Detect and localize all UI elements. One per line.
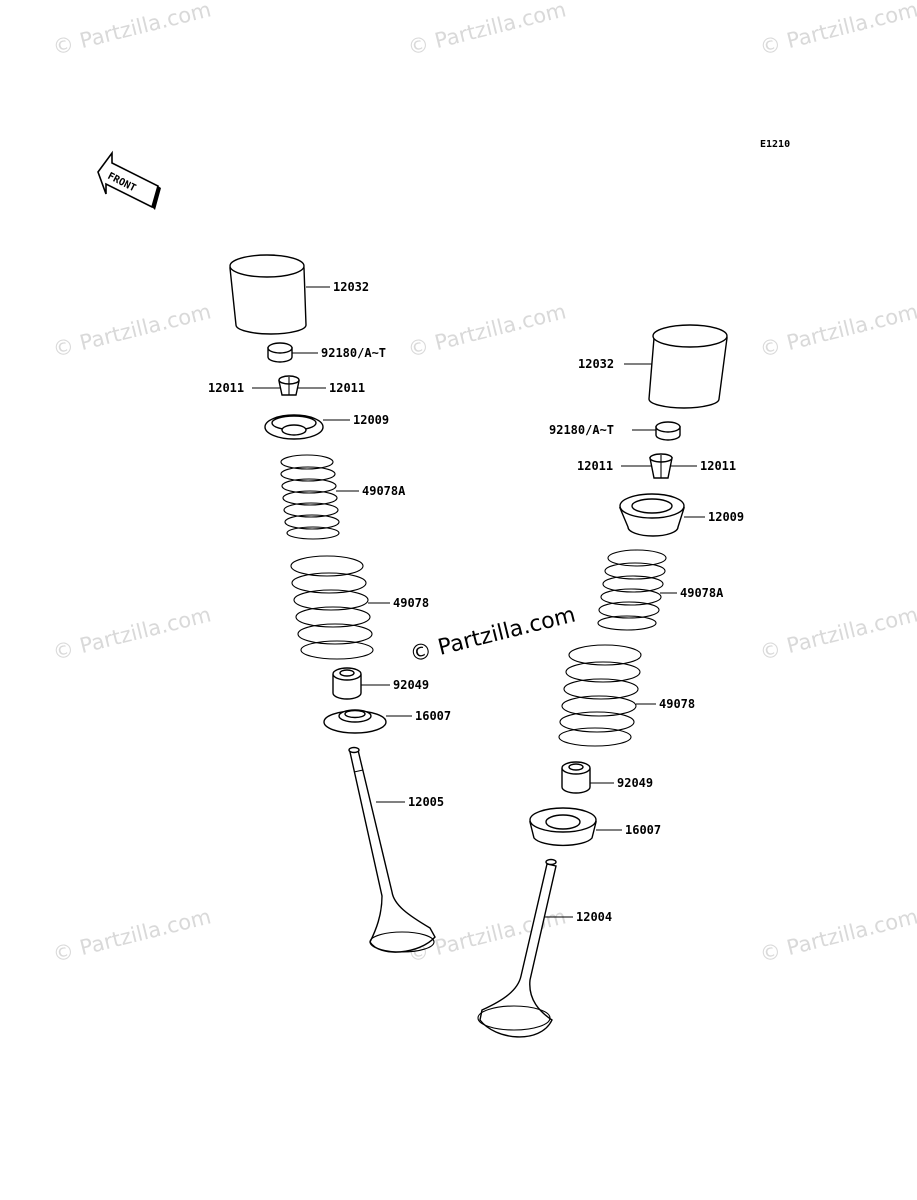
right-valve-assembly <box>477 324 728 1038</box>
callout-12011-left: 12011 <box>208 381 244 395</box>
right-stem-seal <box>561 761 591 794</box>
callout-92180: 92180/A~T <box>549 423 614 437</box>
watermark: © Partzilla.com <box>50 0 213 60</box>
left-outer-spring <box>290 555 374 660</box>
callout-16007: 16007 <box>625 823 661 837</box>
watermark: © Partzilla.com <box>757 0 917 60</box>
watermark: © Partzilla.com <box>50 299 213 361</box>
left-retainer <box>264 414 324 440</box>
watermark: © Partzilla.com <box>50 602 213 664</box>
left-spring-seat <box>323 709 387 734</box>
callout-12011-left: 12011 <box>577 459 613 473</box>
diagram-code: E1210 <box>760 139 790 150</box>
callout-12004: 12004 <box>576 910 612 924</box>
right-tappet <box>648 324 728 409</box>
right-inner-spring <box>597 549 667 631</box>
left-cotters <box>278 375 300 396</box>
right-cotters <box>649 453 673 479</box>
callout-16007: 16007 <box>415 709 451 723</box>
left-valve <box>348 746 436 953</box>
callout-92180: 92180/A~T <box>321 346 386 360</box>
right-valve <box>477 858 557 1038</box>
callout-12009: 12009 <box>353 413 389 427</box>
watermark: © Partzilla.com <box>50 904 213 966</box>
watermark: © Partzilla.com <box>757 904 917 966</box>
callout-12009: 12009 <box>708 510 744 524</box>
watermark: © Partzilla.com <box>405 299 568 361</box>
callout-12005: 12005 <box>408 795 444 809</box>
right-outer-spring <box>558 644 642 747</box>
left-valve-assembly <box>229 254 436 953</box>
callout-49078: 49078 <box>393 596 429 610</box>
callout-12011-right: 12011 <box>700 459 736 473</box>
callout-92049: 92049 <box>617 776 653 790</box>
left-callouts: 12032 92180/A~T 12011 12011 12009 49078A… <box>208 280 451 809</box>
center-watermark: © Partzilla.com <box>407 602 578 667</box>
right-retainer <box>618 493 685 537</box>
callout-92049: 92049 <box>393 678 429 692</box>
callout-49078a: 49078A <box>680 586 724 600</box>
left-inner-spring <box>280 454 340 540</box>
left-stem-seal <box>332 667 362 700</box>
callout-49078a: 49078A <box>362 484 406 498</box>
left-shim <box>267 342 293 363</box>
right-callouts: 12032 92180/A~T 12011 12011 12009 49078A… <box>545 357 744 924</box>
callout-49078: 49078 <box>659 697 695 711</box>
front-arrow-icon: FRONT <box>97 150 161 210</box>
callout-12011-right: 12011 <box>329 381 365 395</box>
watermark: © Partzilla.com <box>757 299 917 361</box>
left-tappet <box>229 254 307 335</box>
callout-12032: 12032 <box>578 357 614 371</box>
watermark: © Partzilla.com <box>757 602 917 664</box>
watermark: © Partzilla.com <box>405 0 568 60</box>
right-shim <box>655 421 681 441</box>
right-spring-seat <box>529 807 597 847</box>
callout-12032: 12032 <box>333 280 369 294</box>
